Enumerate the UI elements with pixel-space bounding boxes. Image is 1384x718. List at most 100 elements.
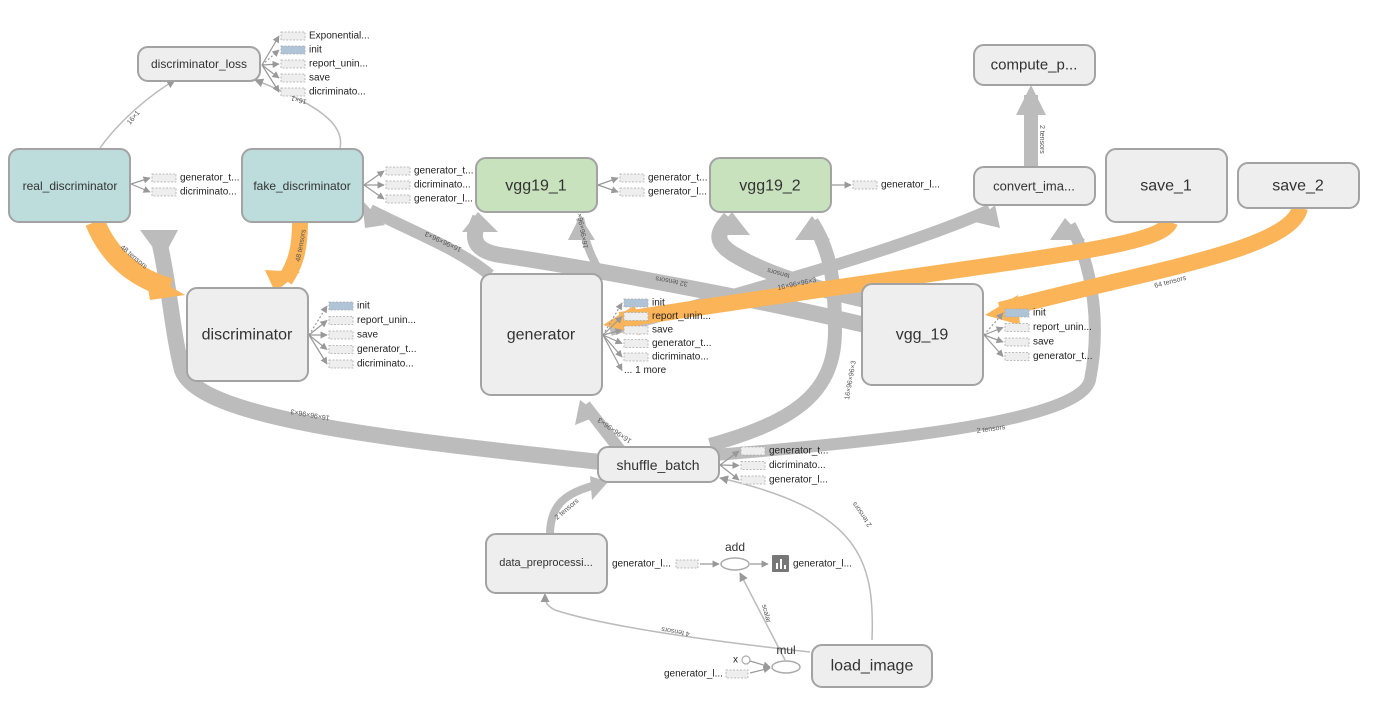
edge-generator-to-fake-discriminator [367, 204, 494, 280]
node-data-preprocessi[interactable]: data_preprocessi... [485, 533, 608, 594]
aux-stub[interactable] [1004, 323, 1030, 332]
node-convert-ima[interactable]: convert_ima... [973, 166, 1096, 206]
arrowhead [140, 230, 178, 260]
aux-edge [719, 461, 740, 469]
aux-label[interactable]: generator_t... [180, 173, 239, 184]
aux-stub[interactable] [1004, 337, 1030, 347]
mul-input-stub[interactable] [725, 669, 749, 679]
aux-label[interactable]: save [309, 73, 331, 84]
aux-label[interactable]: dicriminato... [309, 87, 366, 98]
aux-label[interactable]: generator_t... [652, 338, 711, 349]
node-vgg19-2[interactable]: vgg19_2 [709, 157, 832, 213]
node-save-2[interactable]: save_2 [1237, 162, 1360, 209]
aux-edge [983, 312, 1004, 336]
aux-label[interactable]: dicriminato... [652, 352, 709, 363]
node-vgg19-1[interactable]: vgg19_1 [475, 157, 598, 213]
aux-stub[interactable] [623, 339, 649, 348]
aux-edge [261, 60, 280, 68]
arrowhead [795, 216, 830, 240]
aux-stub[interactable] [280, 31, 306, 41]
aux-label[interactable]: init [309, 45, 322, 56]
aux-label[interactable]: generator_t... [648, 173, 707, 184]
aux-edge [261, 64, 280, 79]
aux-stub[interactable] [151, 173, 177, 183]
aux-label[interactable]: generator_t... [357, 344, 416, 355]
aux-edge [602, 334, 623, 358]
aux-label[interactable]: dicriminato... [357, 359, 414, 370]
aux-label[interactable]: report_unin... [1033, 322, 1092, 333]
aux-stub[interactable] [623, 298, 649, 308]
aux-label[interactable]: report_unin... [357, 315, 416, 326]
aux-label[interactable]: generator_t... [414, 166, 473, 177]
edge-shuffle-to-vgg19-2 [708, 218, 843, 452]
aux-stub[interactable] [328, 359, 354, 369]
constant-icon [741, 655, 751, 665]
aux-stub[interactable] [280, 59, 306, 69]
aux-edge [261, 49, 280, 66]
node-compute-p[interactable]: compute_p... [973, 44, 1096, 86]
aux-label[interactable]: generator_t... [1033, 351, 1092, 362]
aux-label[interactable]: ... 1 more [624, 365, 667, 376]
aux-stub[interactable] [619, 173, 645, 183]
aux-label[interactable]: init [1033, 308, 1046, 319]
aux-label[interactable]: save [1033, 337, 1055, 348]
op-mul[interactable]: mul [771, 643, 801, 674]
aux-stub[interactable] [740, 475, 766, 485]
aux-stub[interactable] [280, 87, 306, 97]
aux-stub[interactable] [623, 312, 649, 321]
arrowhead [975, 205, 1000, 228]
aux-stub[interactable] [385, 180, 411, 190]
aux-label[interactable]: init [357, 301, 370, 312]
op-add[interactable]: add [720, 540, 750, 571]
summary-icon[interactable] [772, 555, 789, 572]
svg-text:compute_p...: compute_p... [991, 57, 1078, 74]
aux-stub[interactable] [280, 45, 306, 55]
node-generator[interactable]: generator [480, 273, 603, 396]
node-vgg-19[interactable]: vgg_19 [861, 283, 984, 386]
node-real-discriminator[interactable]: real_discriminator [8, 148, 131, 223]
aux-label[interactable]: generator_t... [769, 446, 828, 457]
aux-stub[interactable] [328, 345, 354, 354]
node-save-1[interactable]: save_1 [1105, 148, 1228, 223]
aux-stub[interactable] [1004, 352, 1030, 361]
aux-label[interactable]: dicriminato... [769, 460, 826, 471]
aux-label[interactable]: report_unin... [652, 311, 711, 322]
aux-label[interactable]: dicriminato... [180, 187, 237, 198]
aux-label[interactable]: generator_l... [881, 180, 940, 191]
aux-edge [983, 326, 1004, 336]
node-discriminator-loss[interactable]: discriminator_loss [137, 46, 261, 82]
add-input-stub[interactable] [675, 559, 699, 569]
aux-stub[interactable] [280, 73, 306, 83]
aux-stub[interactable] [328, 316, 354, 325]
aux-stub[interactable] [328, 301, 354, 311]
aux-edge [602, 315, 623, 336]
aux-label[interactable]: Exponential... [309, 31, 370, 42]
aux-label[interactable]: save [652, 325, 674, 336]
aux-label[interactable]: save [357, 330, 379, 341]
node-shuffle-batch[interactable]: shuffle_batch [597, 446, 720, 483]
aux-stub[interactable] [852, 180, 878, 190]
arrowhead [362, 200, 385, 228]
aux-stub[interactable] [623, 352, 649, 362]
node-fake-discriminator[interactable]: fake_discriminator [241, 148, 364, 223]
aux-stub[interactable] [623, 325, 649, 335]
aux-stub[interactable] [1004, 308, 1030, 318]
aux-stub[interactable] [328, 330, 354, 340]
aux-label[interactable]: generator_l... [414, 194, 473, 205]
aux-stub[interactable] [740, 446, 766, 456]
aux-label[interactable]: dicriminato... [414, 180, 471, 191]
aux-label[interactable]: generator_l... [648, 187, 707, 198]
aux-label[interactable]: report_unin... [309, 59, 368, 70]
aux-stub[interactable] [151, 187, 177, 197]
aux-stub[interactable] [619, 187, 645, 197]
aux-label[interactable]: init [652, 298, 665, 309]
aux-list-shuffle-batch: generator_t... dicriminato... generator_l.… [719, 446, 828, 486]
aux-label[interactable]: generator_l... [769, 475, 828, 486]
aux-stub[interactable] [385, 194, 411, 204]
aux-stub[interactable] [385, 166, 411, 176]
node-load-image[interactable]: load_image [811, 644, 933, 688]
aux-stub[interactable] [740, 461, 766, 470]
node-discriminator[interactable]: discriminator [186, 287, 309, 382]
aux-list-vgg-19: init report_unin...save generator_t... [983, 308, 1092, 362]
